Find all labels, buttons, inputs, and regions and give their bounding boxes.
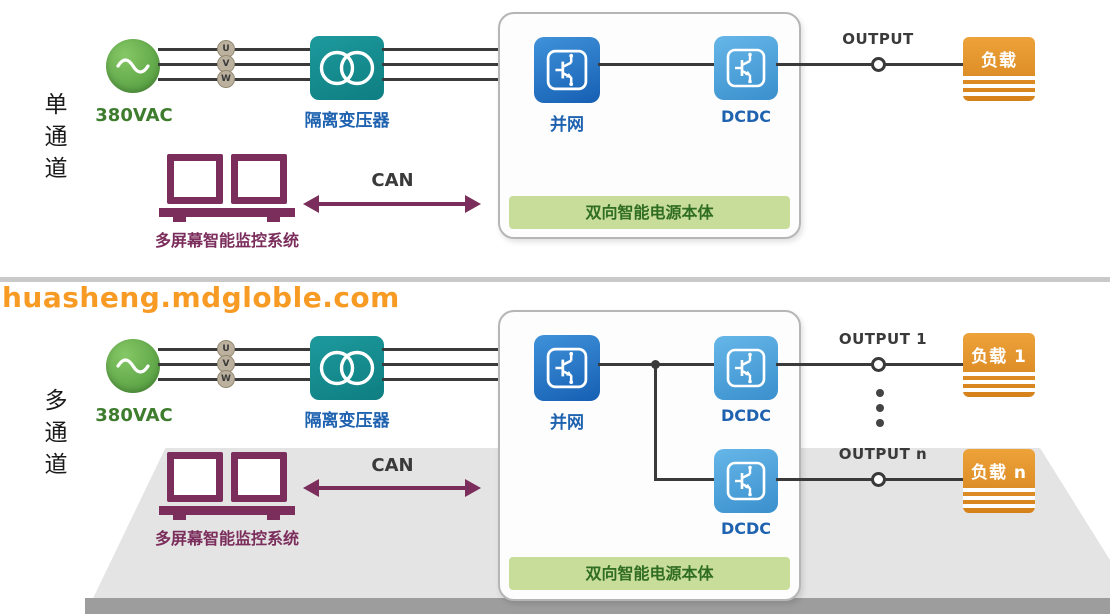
igbt-icon — [726, 348, 766, 388]
phase-u-badge: U — [217, 40, 235, 58]
sine-wave-icon — [116, 358, 150, 374]
dcdc-block-n — [714, 449, 778, 513]
dcdc-label-1: DCDC — [720, 406, 772, 425]
phase-wire — [158, 63, 312, 66]
watermark-text: huasheng.mdgloble.com — [2, 281, 400, 314]
load-n-label: 负载 n — [970, 463, 1028, 483]
monitor-foot — [267, 515, 280, 520]
igbt-icon — [726, 461, 766, 501]
load-block-n: 负载 n — [963, 449, 1035, 513]
output-wire — [776, 63, 964, 66]
dcdc-block — [714, 36, 778, 100]
transformer-label: 隔离变压器 — [304, 411, 390, 431]
monitor-stand-bar — [159, 506, 295, 515]
can-double-arrow-icon — [303, 479, 481, 497]
phase-wire — [382, 48, 536, 51]
phase-wire — [382, 63, 536, 66]
load-block-1: 负载 1 — [963, 333, 1035, 397]
dual-coil-icon — [319, 50, 375, 86]
monitor-icon — [231, 452, 287, 502]
channel-label-multi: 多通道 — [40, 388, 66, 484]
ellipsis-dot — [876, 389, 884, 397]
igbt-icon — [546, 49, 588, 91]
phase-wire — [382, 348, 536, 351]
load-stripes — [963, 484, 1035, 508]
ellipsis-dot — [876, 419, 884, 427]
can-double-arrow-icon — [303, 195, 481, 213]
grid-inverter-block — [534, 37, 600, 103]
junction-dot — [651, 360, 660, 369]
power-body-bar: 双向智能电源本体 — [509, 196, 790, 229]
monitor-icon — [231, 154, 287, 204]
can-label: CAN — [371, 455, 414, 476]
section-divider — [0, 277, 1110, 282]
dcdc-label-n: DCDC — [720, 519, 772, 538]
dcdc-label: DCDC — [720, 107, 772, 126]
phase-wire — [382, 363, 536, 366]
monitor-stand-bar — [159, 208, 295, 217]
output-wire — [776, 363, 964, 366]
dcdc-block-1 — [714, 336, 778, 400]
dc-bus-branch — [654, 363, 657, 481]
phase-wire — [382, 378, 536, 381]
floor-strip — [85, 598, 1110, 614]
monitor-foot — [173, 217, 186, 222]
isolation-transformer-icon — [310, 36, 384, 100]
load-label: 负载 — [981, 51, 1017, 71]
phase-w-badge: W — [217, 370, 235, 388]
igbt-icon — [546, 347, 588, 389]
phase-wire — [158, 378, 312, 381]
dc-bus-wire — [654, 478, 716, 481]
monitor-system-label: 多屏幕智能监控系统 — [154, 529, 299, 548]
monitor-foot — [173, 515, 186, 520]
output-terminal-node — [871, 57, 886, 72]
phase-wire — [158, 78, 312, 81]
load-block: 负载 — [963, 37, 1035, 101]
inverter-label: 并网 — [550, 115, 584, 135]
output-terminal-node — [871, 357, 886, 372]
power-body-bar: 双向智能电源本体 — [509, 557, 790, 590]
load-stripes — [963, 72, 1035, 96]
source-voltage-label: 380VAC — [95, 405, 173, 426]
sine-wave-icon — [116, 58, 150, 74]
monitor-icon — [167, 452, 223, 502]
monitor-group — [159, 154, 295, 224]
grid-inverter-block — [534, 335, 600, 401]
phase-w-badge: W — [217, 70, 235, 88]
monitor-icon — [167, 154, 223, 204]
can-label: CAN — [371, 170, 414, 191]
monitor-system-label: 多屏幕智能监控系统 — [154, 231, 299, 250]
ellipsis-dot — [876, 404, 884, 412]
igbt-icon — [726, 48, 766, 88]
ac-source-icon — [106, 339, 160, 393]
inverter-label: 并网 — [550, 413, 584, 433]
monitor-group — [159, 452, 295, 522]
dual-coil-icon — [319, 350, 375, 386]
phase-wire — [158, 348, 312, 351]
monitor-foot — [267, 217, 280, 222]
output-n-label: OUTPUT n — [838, 445, 928, 463]
phase-wire — [158, 363, 312, 366]
dc-bus-wire — [598, 363, 658, 366]
load-1-label: 负载 1 — [971, 347, 1027, 367]
channel-label-single: 单通道 — [40, 92, 66, 188]
dc-bus-wire — [598, 63, 716, 66]
output-label: OUTPUT — [842, 30, 914, 48]
isolation-transformer-icon — [310, 336, 384, 400]
phase-wire — [382, 78, 536, 81]
transformer-label: 隔离变压器 — [304, 111, 390, 131]
output-terminal-node — [871, 472, 886, 487]
ac-source-icon — [106, 39, 160, 93]
output-wire — [776, 478, 964, 481]
dc-bus-wire — [654, 363, 716, 366]
output-1-label: OUTPUT 1 — [838, 330, 928, 348]
load-stripes — [963, 368, 1035, 392]
phase-wire — [158, 48, 312, 51]
source-voltage-label: 380VAC — [95, 105, 173, 126]
